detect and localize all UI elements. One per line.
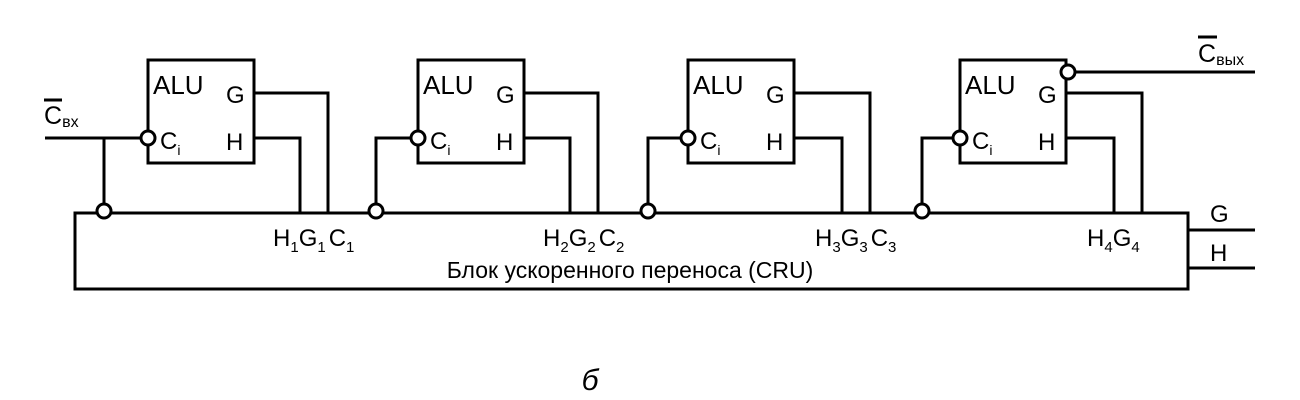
alu-g-label: G xyxy=(766,82,785,109)
input-junction xyxy=(95,202,113,220)
alu-box xyxy=(416,58,526,165)
alu-ci-label: Ci xyxy=(430,128,450,158)
alu-g-label: G xyxy=(496,82,515,109)
alu-block-1: ALU G H Ci xyxy=(139,58,330,213)
alu-box xyxy=(958,58,1068,165)
c1-junction xyxy=(367,202,385,220)
carry-wire-c3 xyxy=(920,136,953,213)
carry-wire-c2 xyxy=(646,136,681,213)
carry-wire-c1 xyxy=(374,136,411,213)
alu-name: ALU xyxy=(423,70,474,100)
output-carry-label: Cвых xyxy=(1198,40,1244,69)
alu-ci-label: Ci xyxy=(700,128,720,158)
alu-ci-label: Ci xyxy=(160,128,180,158)
alu-block-4: ALU G H Ci xyxy=(951,58,1144,213)
alu-g-wire xyxy=(794,91,872,213)
ci-inversion-bubble xyxy=(679,129,697,147)
alu-h-label: H xyxy=(226,129,243,156)
alu-h-wire xyxy=(524,136,572,213)
alu-ci-label: Ci xyxy=(972,128,992,158)
cru-port-4: H4G4 xyxy=(1087,225,1140,256)
alu-g-wire xyxy=(1066,91,1144,213)
alu-block-2: ALU G H Ci xyxy=(409,58,600,213)
alu-h-label: H xyxy=(766,129,783,156)
alu-h-wire xyxy=(254,136,302,213)
alu-name: ALU xyxy=(153,70,204,100)
ci-inversion-bubble xyxy=(409,129,427,147)
c2-junction xyxy=(639,202,657,220)
alu-name: ALU xyxy=(693,70,744,100)
output-inversion-bubble xyxy=(1059,63,1077,81)
alu-name: ALU xyxy=(965,70,1016,100)
alu-h-label: H xyxy=(1038,129,1055,156)
input-carry-label: Cвх xyxy=(44,102,79,131)
cru-h-output-label: H xyxy=(1210,240,1227,267)
cru-g-output-label: G xyxy=(1210,201,1229,228)
alu-block-3: ALU G H Ci xyxy=(679,58,872,213)
ci-inversion-bubble xyxy=(139,129,157,147)
alu-g-label: G xyxy=(226,82,245,109)
c3-junction xyxy=(913,202,931,220)
ci-inversion-bubble xyxy=(951,129,969,147)
alu-h-wire xyxy=(794,136,844,213)
alu-box xyxy=(146,58,256,165)
figure-caption: б xyxy=(582,364,600,397)
alu-g-label: G xyxy=(1038,82,1057,109)
alu-g-wire xyxy=(524,91,600,213)
alu-h-label: H xyxy=(496,129,513,156)
alu-box xyxy=(686,58,796,165)
cru-block xyxy=(73,211,1190,291)
alu-h-wire xyxy=(1066,136,1116,213)
cru-title: Блок ускоренного переноса (CRU) xyxy=(447,257,814,283)
alu-g-wire xyxy=(254,91,330,213)
